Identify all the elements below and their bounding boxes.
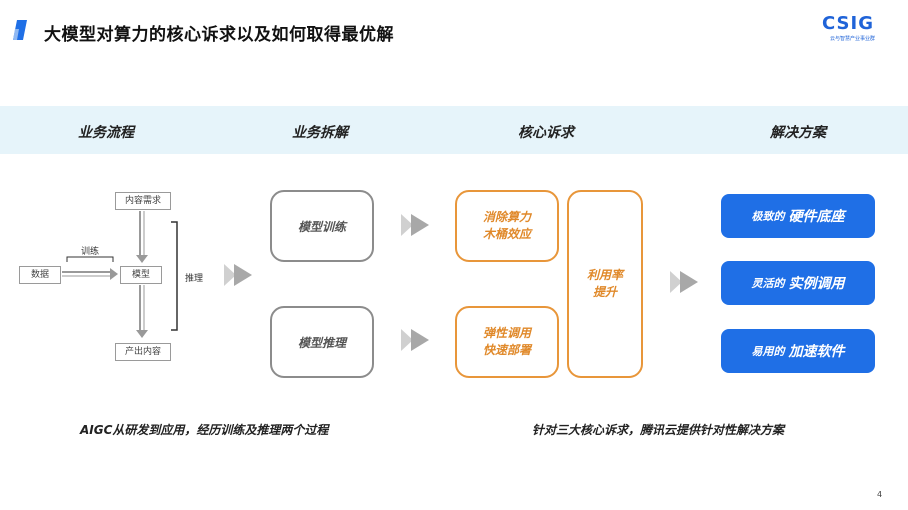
column-header-business-breakdown: 业务拆解 (292, 125, 348, 141)
model-training-box: 模型训练 (270, 190, 374, 262)
left-caption: AIGC从研发到应用，经历训练及推理两个过程 (80, 423, 329, 437)
utilization-line2: 提升 (592, 285, 617, 299)
elastic-line2: 快速部署 (482, 343, 531, 357)
elastic-line1: 弹性调用 (482, 326, 531, 340)
utilization-box: 利用率 提升 (567, 190, 643, 378)
content-demand-box: 内容需求 (115, 192, 171, 210)
solution-prefix: 灵活的 (751, 277, 785, 290)
model-inference-box: 模型推理 (270, 306, 374, 378)
compute-bucket-line2: 木桶效应 (482, 227, 531, 241)
column-header-core-demand: 核心诉求 (518, 125, 574, 141)
logo: CSIG (822, 13, 874, 34)
solution-prefix: 易用的 (751, 345, 785, 358)
chevron-right-icon (401, 329, 429, 351)
solution-main: 实例调用 (788, 276, 845, 292)
model-training-label: 模型训练 (297, 219, 346, 234)
page-title: 大模型对算力的核心诉求以及如何取得最优解 (44, 25, 394, 45)
title-marker-icon (13, 20, 27, 40)
solution-hardware-box: 极致的 硬件底座 (721, 194, 875, 238)
chevron-right-icon (670, 271, 698, 293)
model-box: 模型 (120, 266, 162, 284)
column-header-business-flow: 业务流程 (78, 125, 134, 141)
training-label: 训练 (81, 247, 100, 257)
solution-software-box: 易用的 加速软件 (721, 329, 875, 373)
solution-prefix: 极致的 (751, 210, 785, 223)
output-content-box: 产出内容 (115, 343, 171, 361)
inference-label: 推理 (185, 274, 204, 284)
utilization-line1: 利用率 (586, 268, 623, 282)
solution-main: 硬件底座 (788, 209, 845, 225)
model-inference-label: 模型推理 (297, 335, 346, 350)
column-header-solution: 解决方案 (770, 125, 826, 141)
logo-subtext: 云与智慧产业事业群 (830, 36, 876, 42)
data-box: 数据 (19, 266, 61, 284)
right-caption: 针对三大核心诉求，腾讯云提供针对性解决方案 (532, 423, 785, 437)
compute-bucket-box: 消除算力 木桶效应 (455, 190, 559, 262)
elastic-deploy-box: 弹性调用 快速部署 (455, 306, 559, 378)
compute-bucket-line1: 消除算力 (482, 210, 531, 224)
solution-instance-box: 灵活的 实例调用 (721, 261, 875, 305)
chevron-right-icon (224, 264, 252, 286)
solution-main: 加速软件 (788, 344, 845, 360)
chevron-right-icon (401, 214, 429, 236)
column-header-band (0, 106, 908, 154)
page-number: 4 (877, 490, 883, 499)
